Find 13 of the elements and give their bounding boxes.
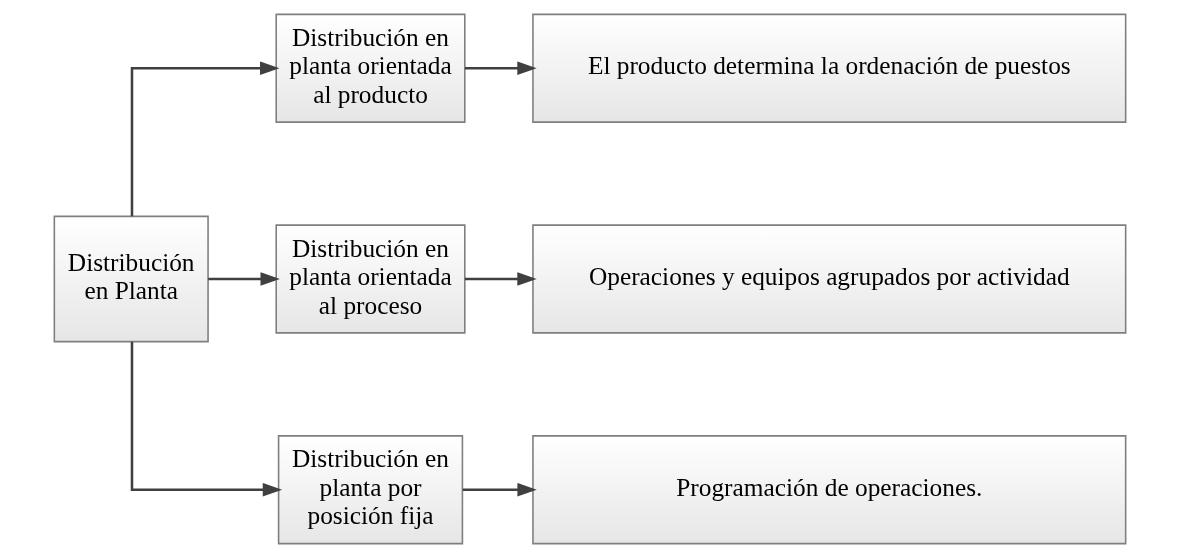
- node-box: Operaciones y equipos agrupados por actividad: [531, 224, 1126, 334]
- arrow: [207, 272, 280, 286]
- node-box: Distribución en Planta: [53, 215, 209, 343]
- arrow: [462, 483, 537, 497]
- node-box: Programación de operaciones.: [531, 435, 1126, 545]
- node-box: El producto determina la ordenación de puestos: [531, 13, 1126, 123]
- arrow: [464, 61, 537, 75]
- arrow: [130, 61, 279, 217]
- node-box: Distribución en planta orientada al producto: [274, 13, 466, 123]
- node-box: Distribución en planta por posición fija: [277, 435, 463, 545]
- node-box: Distribución en planta orientada al proceso: [274, 224, 466, 334]
- arrow: [464, 272, 537, 286]
- arrow: [130, 341, 282, 497]
